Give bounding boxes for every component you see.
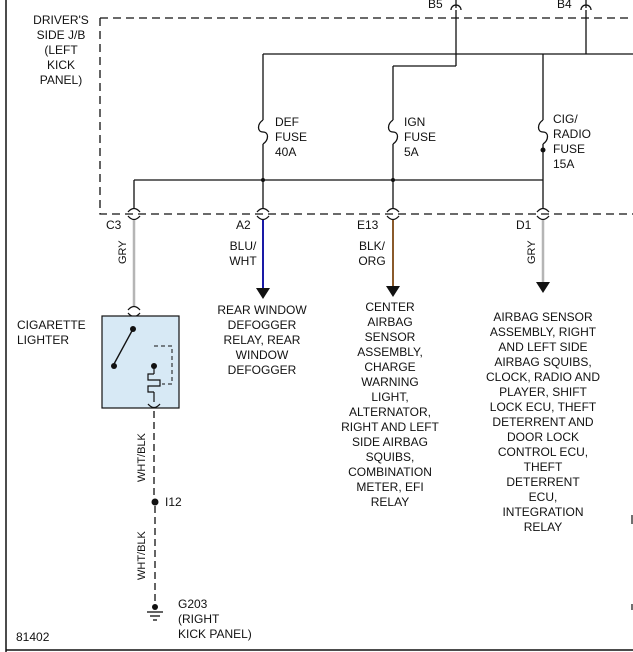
- connector-d1-label: D1: [516, 218, 532, 232]
- junction-box-outline: [99, 17, 633, 215]
- ground-g203-label: G203 (RIGHT KICK PANEL): [178, 597, 252, 641]
- junction-box-label: DRIVER'S SIDE J/B (LEFT KICK PANEL): [33, 13, 89, 87]
- cig-fuse-symbol: [537, 119, 549, 145]
- connector-e13-label: E13: [357, 218, 379, 232]
- connector-c3-symbol: [127, 207, 141, 221]
- ign-fuse-label: IGN FUSE 5A: [404, 115, 437, 159]
- cig-fuse-label: CIG/ RADIO FUSE 15A: [553, 112, 592, 171]
- connector-a2-symbol: [256, 207, 270, 221]
- destination-e13: CENTER AIRBAG SENSOR ASSEMBLY, CHARGE WA…: [341, 300, 439, 509]
- connector-b4-label: B4: [557, 0, 572, 11]
- arrow-a2: [256, 288, 270, 299]
- def-fuse-symbol: [257, 119, 269, 145]
- wire-d1-color-label: GRY: [526, 240, 538, 264]
- wire-lighter-out-color-label: WHT/BLK: [136, 433, 148, 482]
- ground-symbol: [147, 611, 163, 621]
- connector-d1-symbol: [536, 207, 550, 221]
- destination-d1: AIRBAG SENSOR ASSEMBLY, RIGHT AND LEFT S…: [485, 310, 601, 534]
- wire-e13-color-label: BLK/ ORG: [358, 239, 386, 268]
- def-fuse-label: DEF FUSE 40A: [275, 115, 308, 159]
- wire-a2-color-label: BLU/ WHT: [229, 239, 257, 268]
- wire-ground-color-label: WHT/BLK: [136, 531, 148, 580]
- cigarette-lighter-label: CIGARETTE LIGHTER: [17, 318, 86, 347]
- b4-feed: [262, 0, 633, 120]
- ign-fuse-symbol: [387, 119, 399, 145]
- arrow-d1: [536, 282, 550, 293]
- wire-c3-color-label: GRY: [117, 240, 129, 264]
- b5-feed: [392, 0, 462, 120]
- connector-a2-label: A2: [236, 218, 251, 232]
- figure-id: 81402: [16, 630, 50, 644]
- connector-b5-label: B5: [428, 0, 443, 11]
- connector-i12-label: I12: [165, 495, 182, 509]
- connector-c3-label: C3: [106, 218, 122, 232]
- arrow-e13: [386, 286, 400, 297]
- connector-e13-symbol: [386, 207, 400, 221]
- cigarette-lighter-symbol: [101, 305, 180, 409]
- splice-i12-dot: [151, 498, 159, 506]
- destination-a2: REAR WINDOW DEFOGGER RELAY, REAR WINDOW …: [217, 303, 307, 377]
